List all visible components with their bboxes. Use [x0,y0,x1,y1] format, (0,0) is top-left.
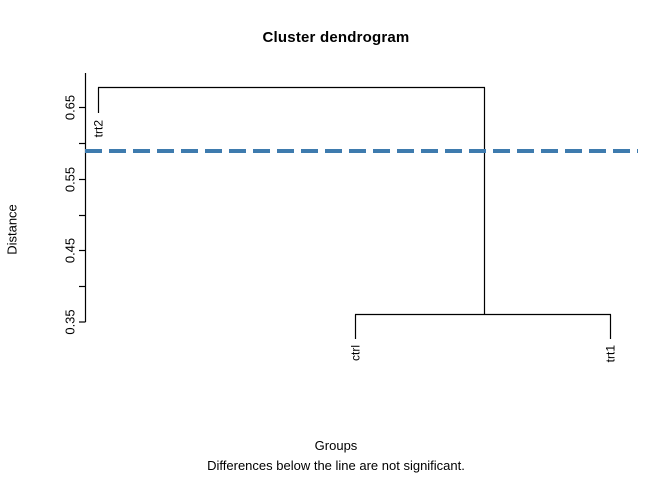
y-axis-tick-label-0: 0.65 [63,95,78,120]
leaf-label-trt2: trt2 [92,120,106,138]
x-axis-label: Groups [314,438,358,453]
page-title: Cluster dendrogram [262,29,410,46]
y-axis-tick-label-1: 0.55 [63,167,78,192]
y-axis-tick-label-3: 0.35 [63,309,78,334]
x-axis-sublabel: Differences below the line are not signi… [207,458,465,473]
leaf-label-ctrl: ctrl [349,345,363,361]
leaf-label-trt1: trt1 [604,345,618,363]
y-axis-tick-label-2: 0.45 [63,238,78,263]
